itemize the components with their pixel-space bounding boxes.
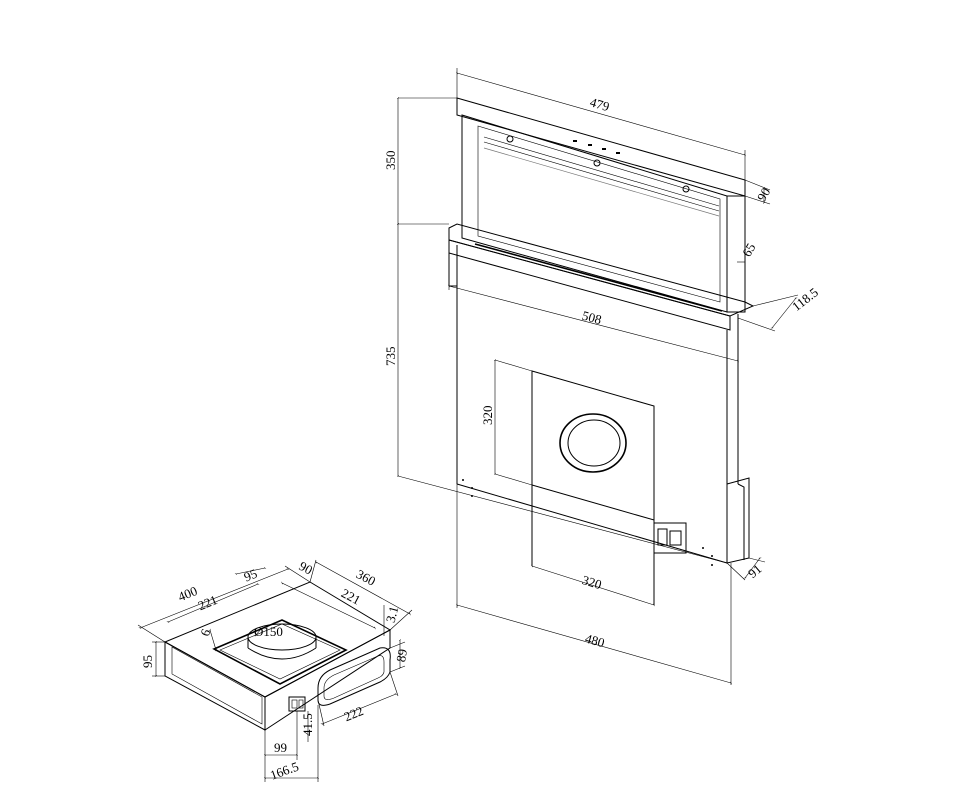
dim-outlet-width: 222 — [342, 703, 366, 724]
dim-outlet-height: 89 — [393, 648, 410, 663]
motor-dimension-labels: 400 95 221 90 360 221 3.1 6 Ø150 95 89 2… — [140, 558, 410, 783]
dim-panel-height: 320 — [480, 406, 495, 426]
round-duct-icon — [247, 623, 317, 660]
dim-body-height: 735 — [383, 347, 398, 367]
dim-depth-top: 90 — [754, 185, 773, 204]
dim-depth-base: 118.5 — [789, 284, 821, 314]
hood-body — [456, 286, 750, 566]
dim-motor-height-small: 3.1 — [383, 605, 402, 625]
dim-glass-offset: 65 — [739, 240, 758, 259]
screw-icon — [593, 159, 601, 167]
dim-duct-diameter: Ø150 — [254, 624, 283, 639]
main-dimension-lines — [396, 68, 799, 685]
hood-upper-panel — [456, 97, 746, 313]
screw-icon — [682, 185, 690, 193]
duct-outlet-icon — [559, 413, 627, 473]
main-dimension-labels: 479 350 90 65 118.5 508 735 320 320 91 4… — [383, 94, 821, 650]
dim-motor-height: 95 — [140, 655, 155, 668]
dim-motor-side-166: 166.5 — [268, 759, 301, 783]
motor-unit-view: 400 95 221 90 360 221 3.1 6 Ø150 95 89 2… — [137, 558, 413, 783]
dim-motor-inset: 6 — [197, 626, 213, 638]
dim-motor-right-offset: 221 — [339, 585, 363, 607]
hood-main-view: 479 350 90 65 118.5 508 735 320 320 91 4… — [383, 68, 821, 685]
connector-box-icon — [653, 522, 687, 554]
duct-panel — [531, 370, 655, 605]
dim-base-width: 508 — [581, 308, 604, 328]
dim-height-top: 350 — [383, 151, 398, 171]
dim-panel-width: 320 — [580, 572, 603, 592]
dim-bottom-width: 480 — [583, 631, 606, 651]
dim-motor-offset-90: 90 — [297, 558, 316, 577]
motor-dimension-lines — [137, 559, 413, 782]
rect-outlet-icon — [317, 647, 391, 706]
screw-icon — [506, 135, 514, 143]
dim-outlet-offset: 41.5 — [300, 713, 315, 736]
dim-bottom-depth: 91 — [745, 561, 765, 581]
dim-motor-length: 400 — [176, 583, 200, 604]
dim-motor-offset-95: 95 — [242, 566, 260, 585]
dim-motor-left-offset: 221 — [196, 592, 220, 613]
dim-motor-side-99: 99 — [274, 740, 287, 755]
dim-top-width: 479 — [588, 94, 611, 114]
